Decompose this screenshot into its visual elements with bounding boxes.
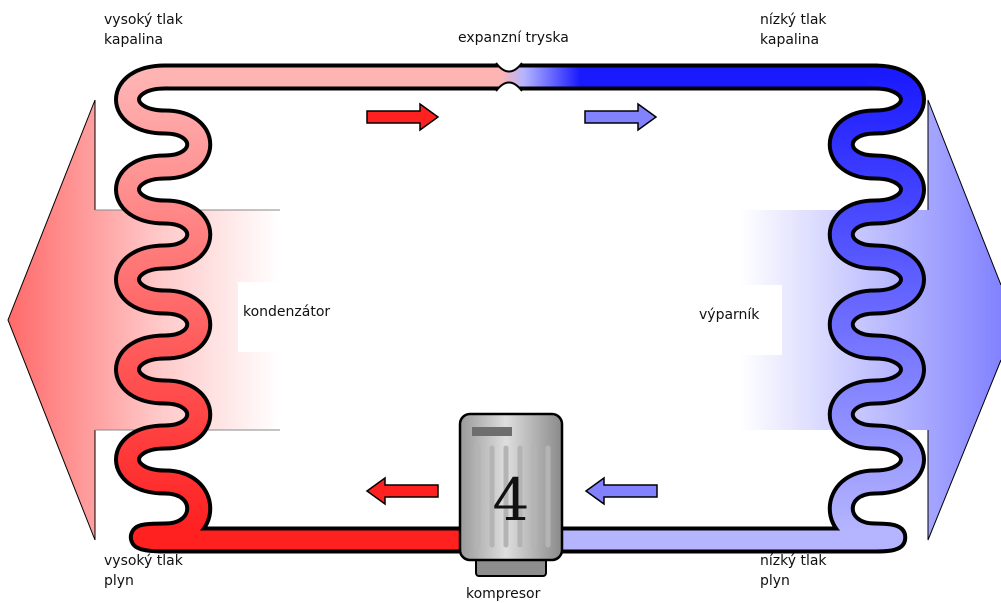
label-line: plyn: [760, 573, 790, 590]
heat-absorb-arrow-outline: [927, 99, 1001, 286]
label-high-pressure-gas: vysoký tlak plyn: [104, 551, 183, 592]
flow-arrow-cold-top-icon: [584, 102, 658, 132]
condenser-label-bg: [238, 282, 368, 352]
heat-absorb-arrow-icon: [740, 100, 1001, 540]
condenser-coil: [118, 67, 209, 550]
label-line: vysoký tlak: [104, 12, 183, 28]
compressor-icon: 4: [458, 412, 564, 577]
evaporator-coil: [831, 67, 922, 550]
expansion-valve-icon: [495, 62, 523, 92]
label-line: vysoký tlak: [104, 553, 183, 569]
label-high-pressure-liquid: vysoký tlak kapalina: [104, 10, 183, 51]
label-line: nízký tlak: [760, 12, 827, 28]
flow-arrow-hot-top-icon: [366, 102, 440, 132]
label-line: plyn: [104, 573, 134, 590]
flow-arrow-cold-bottom-icon: [584, 476, 658, 506]
label-condenser: kondenzátor: [243, 304, 331, 320]
flow-arrow-hot-bottom-icon: [365, 476, 439, 506]
compressor-number: 4: [493, 466, 530, 534]
label-compressor: kompresor: [466, 586, 541, 602]
label-low-pressure-gas: nízký tlak plyn: [760, 551, 827, 592]
heat-absorb-arrow-outline-bottom: [927, 359, 1001, 541]
label-line: nízký tlak: [760, 553, 827, 569]
label-line: kapalina: [760, 32, 820, 49]
evaporator-label-bg: [690, 285, 782, 355]
label-low-pressure-liquid: nízký tlak kapalina: [760, 10, 827, 51]
label-evaporator: výparník: [699, 307, 760, 323]
heat-release-arrow-outline: [7, 99, 96, 541]
label-line: kapalina: [104, 32, 164, 49]
label-expansion-valve: expanzní tryska: [458, 30, 569, 46]
